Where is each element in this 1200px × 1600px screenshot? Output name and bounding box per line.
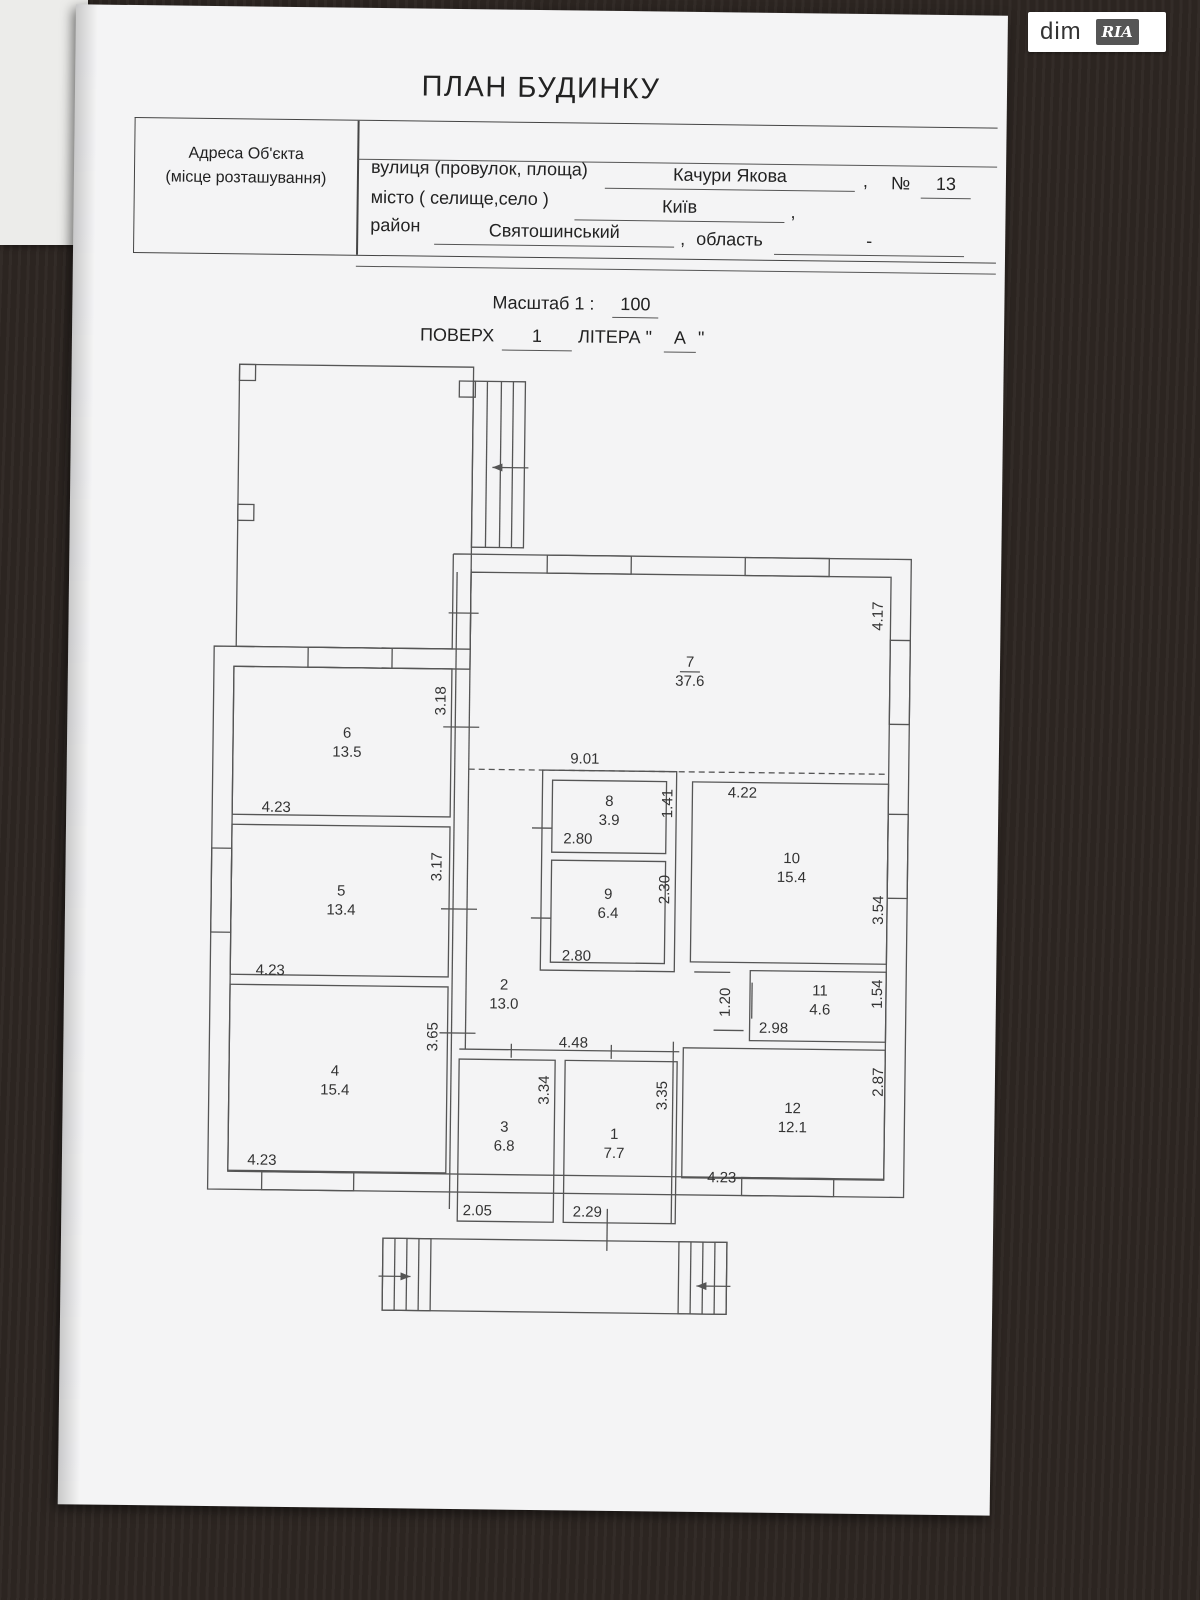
window — [307, 646, 393, 669]
dimension-label: 4.23 — [247, 1151, 276, 1168]
dimension-label: 3.35 — [654, 1081, 671, 1110]
terrace-post — [238, 363, 257, 382]
dimension-label: 2.29 — [573, 1203, 602, 1220]
entrance-porch — [381, 1237, 728, 1316]
room-area: 7.7 — [604, 1145, 625, 1162]
room-area: 15.4 — [320, 1081, 349, 1098]
dimension-label: 1.41 — [659, 789, 676, 818]
dimria-watermark: dim RIA — [1028, 12, 1166, 52]
room-number: 12 — [784, 1100, 801, 1117]
upper-stairs — [470, 380, 527, 549]
dimension-label: 2.80 — [562, 947, 591, 964]
room-area: 6.4 — [597, 905, 618, 922]
dimension-label: 3.17 — [428, 852, 445, 881]
room-8-outline — [551, 779, 668, 855]
dimension-label: 2.05 — [463, 1202, 492, 1219]
dimension-label: 4.48 — [559, 1034, 588, 1051]
dimension-label: 9.01 — [570, 750, 599, 767]
room-number: 6 — [343, 725, 352, 742]
terrace-post — [237, 503, 255, 522]
dimension-label: 2.80 — [563, 830, 592, 847]
room-9-outline — [549, 859, 667, 965]
room-area: 3.9 — [599, 812, 620, 829]
watermark-dim-text: dim — [1040, 18, 1082, 45]
terrace-post — [458, 380, 477, 398]
dimension-label: 3.54 — [870, 895, 887, 924]
window — [886, 813, 909, 900]
outer-wall — [206, 553, 912, 1199]
room-area: 37.6 — [675, 673, 704, 690]
floor-plan-drawing: 7 37.6 6 13.5 5 13.4 4 15.4 8 3.9 9 6.4 … — [206, 363, 912, 1316]
dimension-label: 4.22 — [728, 784, 757, 801]
room-4-outline — [227, 983, 449, 1174]
room-number: 10 — [783, 850, 800, 867]
window — [546, 554, 632, 575]
dimension-label: 4.23 — [707, 1169, 736, 1186]
dimension-label: 3.18 — [432, 686, 449, 715]
window — [260, 1171, 355, 1192]
window — [744, 556, 830, 578]
dimension-label: 4.23 — [256, 962, 285, 979]
dimension-label: 4.17 — [869, 601, 886, 630]
room-12-outline — [681, 1047, 886, 1181]
room-number: 1 — [610, 1126, 619, 1143]
room-1-outline — [562, 1059, 678, 1225]
dimension-label: 4.23 — [262, 799, 291, 816]
terrace-outline — [235, 363, 475, 650]
dimension-label: 1.54 — [869, 979, 886, 1008]
room-number: 2 — [500, 977, 509, 994]
rooms-8-9-block — [539, 769, 678, 973]
room-5-outline — [229, 823, 451, 978]
dimension-label: 3.65 — [424, 1022, 441, 1051]
room-area: 6.8 — [494, 1137, 515, 1154]
room-10-outline — [689, 781, 890, 965]
room-area: 12.1 — [778, 1119, 807, 1136]
window — [740, 1176, 835, 1198]
dimension-label: 1.20 — [717, 988, 734, 1017]
floor-plan-sheet: ПЛАН БУДИНКУ Адреса Об'єкта (місце розта… — [57, 4, 1008, 1516]
room-number: 7 — [686, 654, 695, 671]
room-area: 4.6 — [809, 1001, 830, 1018]
room-number: 4 — [331, 1063, 340, 1080]
room-number: 5 — [337, 883, 346, 900]
room-11-outline — [748, 969, 887, 1043]
room-area: 13.5 — [332, 743, 361, 760]
room-number: 11 — [812, 982, 828, 999]
dimension-label: 2.30 — [656, 875, 673, 904]
room-area: 13.4 — [326, 901, 355, 918]
room-number: 8 — [605, 793, 614, 810]
room-area: 15.4 — [777, 869, 806, 886]
window — [210, 847, 233, 933]
room-6-outline — [231, 665, 453, 818]
dimension-label: 2.98 — [759, 1020, 788, 1037]
room-number: 3 — [500, 1119, 509, 1136]
window — [888, 639, 911, 726]
room-number: 9 — [604, 886, 613, 903]
watermark-ria-logo: RIA — [1095, 19, 1139, 45]
room-area: 13.0 — [489, 995, 518, 1012]
dimension-label: 3.34 — [536, 1075, 553, 1104]
dimension-label: 2.87 — [870, 1067, 887, 1096]
room-3-outline — [456, 1058, 556, 1223]
